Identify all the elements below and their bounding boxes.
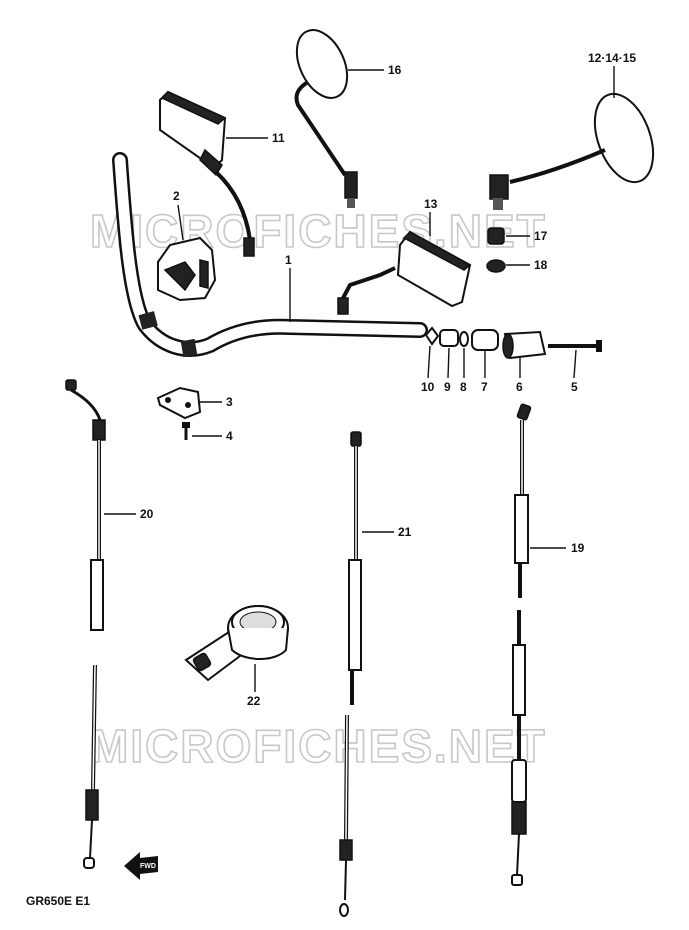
callout-7: 7 <box>481 380 488 394</box>
bolt-4 <box>182 422 190 440</box>
callout-4: 4 <box>226 429 233 443</box>
callout-3: 3 <box>226 395 233 409</box>
callout-5: 5 <box>571 380 578 394</box>
mirror-11 <box>159 90 255 257</box>
callout-20: 20 <box>140 507 154 521</box>
washer-18 <box>486 259 506 273</box>
mirror-16 <box>294 29 358 208</box>
nut-17 <box>487 227 505 245</box>
callout-9: 9 <box>444 380 451 394</box>
bar-end-parts <box>424 326 602 360</box>
callout-16: 16 <box>388 63 402 77</box>
callout-11: 11 <box>272 131 285 145</box>
cable-21 <box>339 431 362 917</box>
callout-19: 19 <box>571 541 585 555</box>
callout-17: 17 <box>534 229 548 243</box>
forward-arrow-icon: FWD <box>124 852 158 880</box>
callout-6: 6 <box>516 380 523 394</box>
model-code: GR650E E1 <box>26 894 90 908</box>
callout-13: 13 <box>424 197 438 211</box>
mirror-12-14-15 <box>489 92 655 210</box>
svg-text:FWD: FWD <box>140 863 156 870</box>
holder <box>156 386 202 420</box>
callout-1: 1 <box>285 253 292 267</box>
callout-8: 8 <box>460 380 467 394</box>
mirror-13 <box>337 230 472 315</box>
callout-22: 22 <box>247 694 261 708</box>
cable-20 <box>65 379 106 869</box>
cable-19 <box>511 403 532 886</box>
handlebar <box>112 152 428 358</box>
callout-2: 2 <box>173 189 180 203</box>
callout-10: 10 <box>421 380 435 394</box>
handlebar-clamp <box>157 236 217 302</box>
watermark-top: MICROFICHES.NET <box>90 205 547 257</box>
callout-12-14-15: 12·14·15 <box>588 51 636 65</box>
callout-21: 21 <box>398 525 412 539</box>
gauge-22 <box>184 605 289 682</box>
watermark-bottom: MICROFICHES.NET <box>90 720 547 772</box>
callout-18: 18 <box>534 258 548 272</box>
